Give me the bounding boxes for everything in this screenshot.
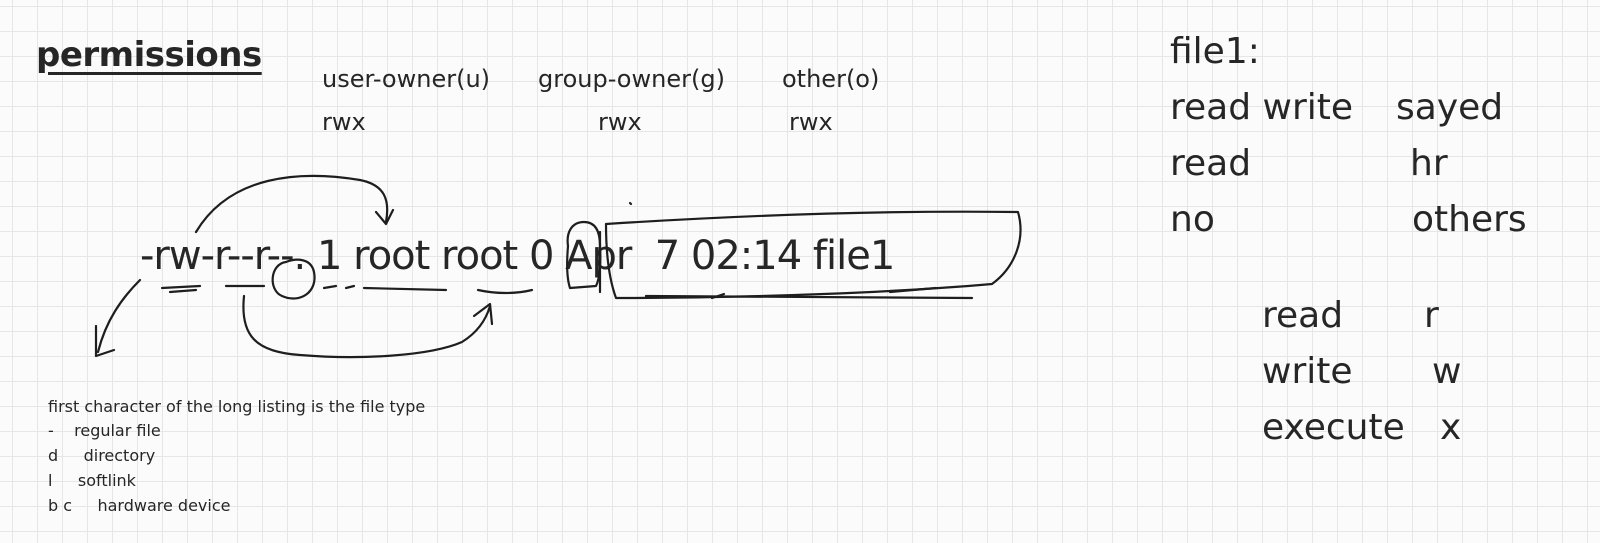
arc-user-to-group: [194, 174, 389, 234]
underline-owner: [362, 286, 448, 292]
stray-dot: [628, 201, 633, 206]
legend-execute-name: execute: [1262, 407, 1405, 448]
arrowhead-down-1: [374, 208, 395, 226]
legend-write-letter: w: [1432, 351, 1462, 392]
long-listing-line: -rw-r--r--. 1 root root 0 Apr 7 02:14 fi…: [140, 233, 895, 279]
page-title: permissions: [36, 35, 262, 75]
other-header: other(o): [782, 65, 880, 93]
tick-b: [888, 286, 938, 294]
user-rwx: rwx: [322, 108, 366, 136]
underline-dots: [322, 284, 356, 290]
legend-write-name: write: [1262, 351, 1353, 392]
group-rwx: rwx: [598, 108, 642, 136]
file1-who-row-3: others: [1412, 199, 1527, 240]
file1-perm-row-1: read write: [1170, 87, 1354, 128]
note-hardware-device: b c hardware device: [48, 496, 231, 515]
file1-perm-row-2: read: [1170, 143, 1252, 184]
file1-who-row-1: sayed: [1396, 87, 1504, 128]
loop-perms-to-owner: [242, 294, 492, 359]
note-softlink: l softlink: [48, 471, 136, 490]
tick-a: [710, 292, 726, 300]
legend-read-name: read: [1262, 295, 1344, 336]
file1-heading: file1:: [1170, 31, 1260, 72]
note-file-type-heading: first character of the long listing is t…: [48, 397, 426, 416]
user-owner-header: user-owner(u): [322, 65, 491, 93]
underline-group: [476, 288, 534, 295]
legend-execute-letter: x: [1440, 407, 1462, 448]
note-directory: d directory: [48, 446, 156, 465]
date-name-underline: [644, 294, 974, 300]
legend-read-letter: r: [1424, 295, 1439, 336]
file1-who-row-2: hr: [1410, 143, 1448, 184]
arrowhead-owner: [472, 302, 494, 326]
arrowhead-file-type: [94, 324, 116, 358]
file1-perm-row-3: no: [1170, 199, 1215, 240]
file-type-arrow: [96, 278, 142, 354]
group-owner-header: group-owner(g): [538, 65, 725, 93]
note-regular-file: - regular file: [48, 421, 161, 440]
other-rwx: rwx: [789, 108, 833, 136]
underline-type: [160, 284, 202, 294]
